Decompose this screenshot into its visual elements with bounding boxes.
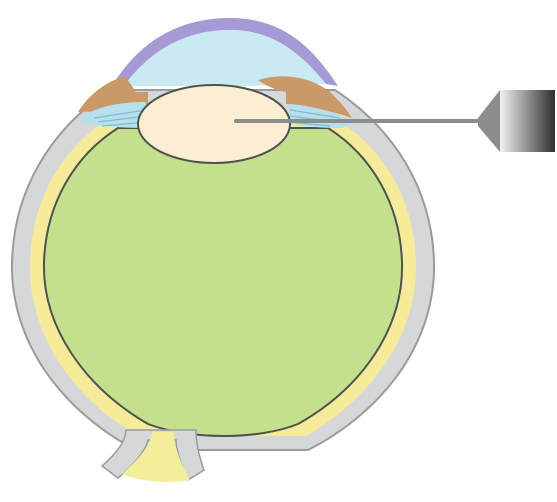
needle-taper bbox=[478, 90, 500, 152]
lens bbox=[138, 85, 290, 163]
needle-hub bbox=[500, 90, 555, 152]
